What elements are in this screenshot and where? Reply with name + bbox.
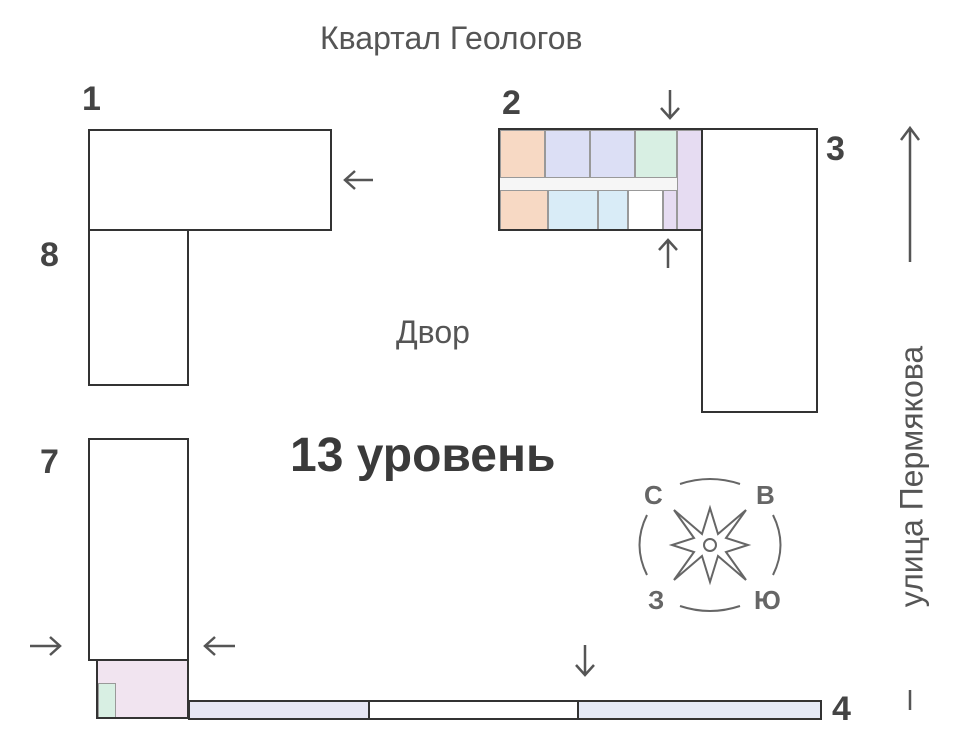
apartment[interactable] — [590, 130, 635, 178]
arrow-down-icon — [660, 90, 680, 120]
arrow-up-icon — [658, 238, 678, 268]
compass-east: В — [756, 480, 775, 510]
building-2-floor-plan[interactable] — [498, 128, 703, 231]
apartment[interactable] — [677, 130, 701, 229]
building-3[interactable] — [701, 128, 818, 413]
building-8[interactable] — [88, 229, 189, 386]
apartment[interactable] — [663, 190, 677, 229]
building-1-label: 1 — [82, 80, 101, 118]
building-7[interactable] — [88, 438, 189, 661]
arrow-down-icon — [575, 645, 595, 677]
district-label: Квартал Геологов — [320, 20, 583, 56]
apartment[interactable] — [598, 190, 628, 229]
building-7-floor-plan[interactable] — [96, 659, 189, 719]
building-2-label: 2 — [502, 84, 521, 122]
compass-north: С — [644, 480, 663, 510]
building-1[interactable] — [88, 129, 332, 231]
arrow-left-icon — [343, 170, 373, 190]
compass: С В З Ю — [630, 470, 790, 620]
arrow-left-icon — [203, 636, 235, 656]
apartment[interactable] — [635, 130, 677, 178]
compass-rose-icon — [638, 478, 782, 612]
arrows — [30, 90, 920, 710]
compass-west: З — [648, 585, 665, 615]
compass-south: Ю — [754, 585, 781, 615]
apartment[interactable] — [548, 190, 598, 229]
building-8-label: 8 — [40, 236, 59, 274]
street-arrow-up-icon — [900, 125, 920, 262]
building-3-label: 3 — [826, 130, 845, 168]
stairwell — [628, 190, 663, 229]
apartment[interactable] — [500, 190, 548, 229]
building-7-label: 7 — [40, 443, 59, 481]
apartment[interactable] — [98, 683, 116, 717]
apartment[interactable] — [545, 130, 590, 178]
arrow-right-icon — [30, 636, 62, 656]
apartment[interactable] — [500, 130, 545, 178]
level-title: 13 уровень — [290, 429, 556, 482]
courtyard-label: Двор — [396, 314, 470, 350]
